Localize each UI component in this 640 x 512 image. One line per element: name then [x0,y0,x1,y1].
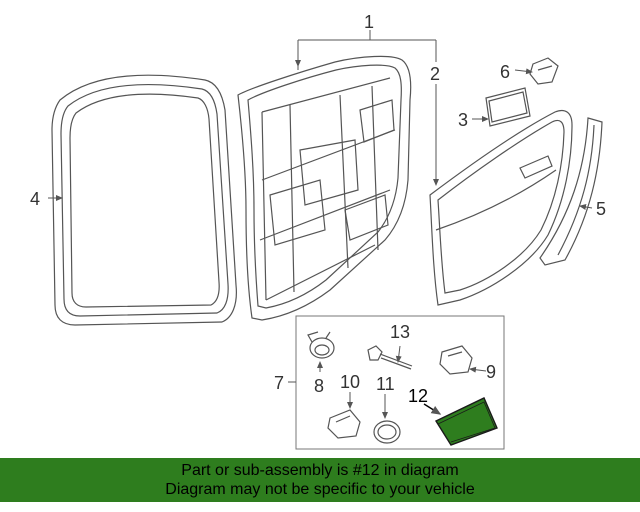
callout-3: 3 [458,110,468,130]
door-shell-part[interactable] [237,55,412,321]
push-clip-part[interactable] [307,331,335,359]
door-pad-part[interactable] [485,87,531,127]
callout-1: 1 [364,12,374,32]
leader-lines [48,30,593,419]
pin-fastener-part[interactable] [367,345,413,370]
banner-line-1: Part or sub-assembly is #12 in diagram [181,462,459,479]
retainer-clip-part[interactable] [439,345,473,375]
callout-6: 6 [500,62,510,82]
outer-door-panel-part[interactable] [429,109,573,306]
callout-8: 8 [314,376,324,396]
door-edge-seal-part[interactable] [539,117,603,266]
callout-11: 11 [376,374,395,394]
banner-line-2: Diagram may not be specific to your vehi… [165,481,475,498]
weatherstrip-seal-part[interactable] [51,74,237,326]
callout-2: 2 [430,64,440,84]
clip-part-10[interactable] [327,409,361,439]
callout-12: 12 [408,386,428,406]
callout-9: 9 [486,362,496,382]
callout-4: 4 [30,189,40,209]
callout-10: 10 [340,372,360,392]
callout-5: 5 [596,199,606,219]
highlight-banner: Part or sub-assembly is #12 in diagram D… [0,458,640,502]
bumper-clip-part[interactable] [529,57,559,85]
highlighted-part-12[interactable] [434,397,498,446]
exploded-parts-diagram: 1 2 3 4 5 6 7 8 9 10 11 12 13 [30,12,606,450]
plug-cap-part[interactable] [373,420,401,444]
callout-7: 7 [274,373,284,393]
callout-13: 13 [390,322,410,342]
